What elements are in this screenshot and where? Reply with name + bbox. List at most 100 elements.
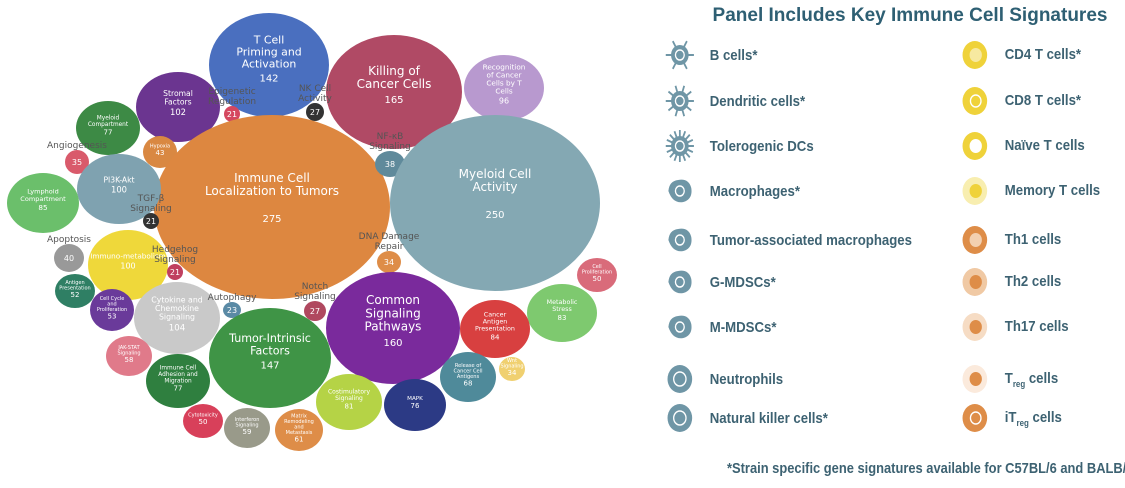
bubble-label: Factors (250, 344, 290, 357)
bubble-shape (54, 244, 84, 272)
bubble-label: Hedgehog (152, 245, 198, 255)
bubble-label: Epigenetic (208, 87, 255, 97)
bubble-label: Antigen (65, 280, 84, 286)
bubble-label: Cell Cycle (100, 296, 125, 302)
bubble-label: Killing of (368, 64, 421, 78)
legend-item: CD4 T cells* (959, 37, 1081, 73)
legend-item: Th2 cells (959, 264, 1061, 300)
bubble-label: Signaling (294, 292, 336, 302)
bubble-shape (460, 300, 530, 358)
bubble-label: Activation (242, 57, 297, 70)
bubble-shape (224, 106, 240, 122)
bubble-shape (146, 354, 210, 408)
bubble-label: Signaling (500, 363, 523, 369)
bubble-value: 52 (71, 291, 80, 299)
bubble-shape (316, 374, 382, 430)
legend-label: B cells* (709, 46, 758, 64)
legend-item: Th1 cells (959, 222, 1061, 258)
panel-title: Panel Includes Key Immune Cell Signature… (712, 5, 1108, 26)
bubble-value: 27 (310, 307, 320, 316)
bubble-shape (499, 357, 525, 381)
bubble-value: 21 (146, 217, 156, 226)
legend-item: Macrophages* (664, 173, 800, 209)
bubble-label: Signaling (369, 142, 411, 152)
t-cell-icon (962, 226, 988, 254)
t-cell-icon (962, 313, 988, 341)
bubble-label: Pathways (365, 320, 422, 334)
bubble-label: JAK-STAT (117, 345, 140, 351)
b-cell-icon (665, 40, 694, 70)
legend-label: M-MDSCs* (709, 318, 777, 336)
legend-item: M-MDSCs* (664, 309, 777, 345)
bubble-label: Interferon (235, 417, 260, 423)
bubble-value: 275 (262, 214, 281, 225)
bubble-value: 58 (125, 356, 134, 364)
bubble-label: Signaling (365, 306, 420, 320)
bubble-label: Recognition (483, 63, 526, 72)
legend-label: Natural killer cells* (709, 409, 828, 427)
bubble-shape (440, 352, 496, 402)
t-cell-icon (962, 132, 988, 160)
bubble-label: Signaling (117, 350, 140, 356)
bubble-label: Cancer Cells (357, 77, 432, 91)
legend-label: CD8 T cells* (1004, 91, 1082, 109)
bubble-value: 53 (108, 313, 117, 321)
bubble-label: Wnt (507, 358, 517, 364)
legend-item: Th17 cells (959, 309, 1069, 345)
bubble-value: 50 (199, 418, 208, 426)
legend-item: Tumor-associated macrophages (664, 222, 912, 258)
bubble-label: MAPK (407, 396, 423, 402)
bubble-label: Cells (495, 87, 513, 96)
legend-label: Th17 cells (1004, 317, 1069, 335)
bubble-label: Tumor-Intrinsic (228, 332, 311, 345)
bubble-shape (134, 282, 220, 354)
bubble-value: 84 (491, 333, 500, 341)
bubble-value: 21 (170, 268, 180, 277)
bubble-label: Notch (302, 282, 328, 292)
legend-item: G-MDSCs* (664, 264, 776, 300)
bubble-value: 100 (111, 185, 127, 195)
legend-label: Tumor-associated macrophages (709, 231, 912, 249)
bubble-label: TGF-β (137, 194, 165, 204)
legend-label: Neutrophils (709, 370, 784, 388)
bubble-label: Metastasis (286, 430, 313, 436)
dendritic-cell-icon (665, 85, 694, 117)
bubble-value: 83 (558, 314, 567, 322)
bubble-label: Immune Cell (160, 365, 197, 371)
bubble-shape (55, 274, 95, 308)
bubble-value: 77 (174, 385, 183, 393)
legend-label: iTreg cells (1004, 408, 1062, 428)
bubble-shape (377, 251, 401, 273)
bubble-label: Cytotoxicity (188, 413, 218, 419)
bubble-label: NK Cell (299, 84, 331, 94)
bubble-label: Lymphoid (27, 188, 59, 196)
bubble-label: PI3K-Akt (103, 175, 134, 184)
bubble-label: Common (366, 293, 420, 307)
bubble-shape (326, 35, 462, 149)
bubble-label: Cancer (484, 311, 507, 318)
bubble-value: 68 (464, 380, 473, 388)
bubble-label: Localization to Tumors (205, 184, 339, 198)
bubble-label: Myeloid Cell (459, 167, 532, 181)
t-cell-icon (962, 365, 988, 393)
bubble-label: Angiogenesis (47, 141, 107, 151)
bubble-shape (65, 150, 89, 174)
bubble-shape (106, 336, 152, 376)
bubble-label: Costimulatory (328, 388, 370, 395)
bubble-value: 43 (156, 149, 165, 157)
bubble-value: 76 (411, 402, 420, 410)
